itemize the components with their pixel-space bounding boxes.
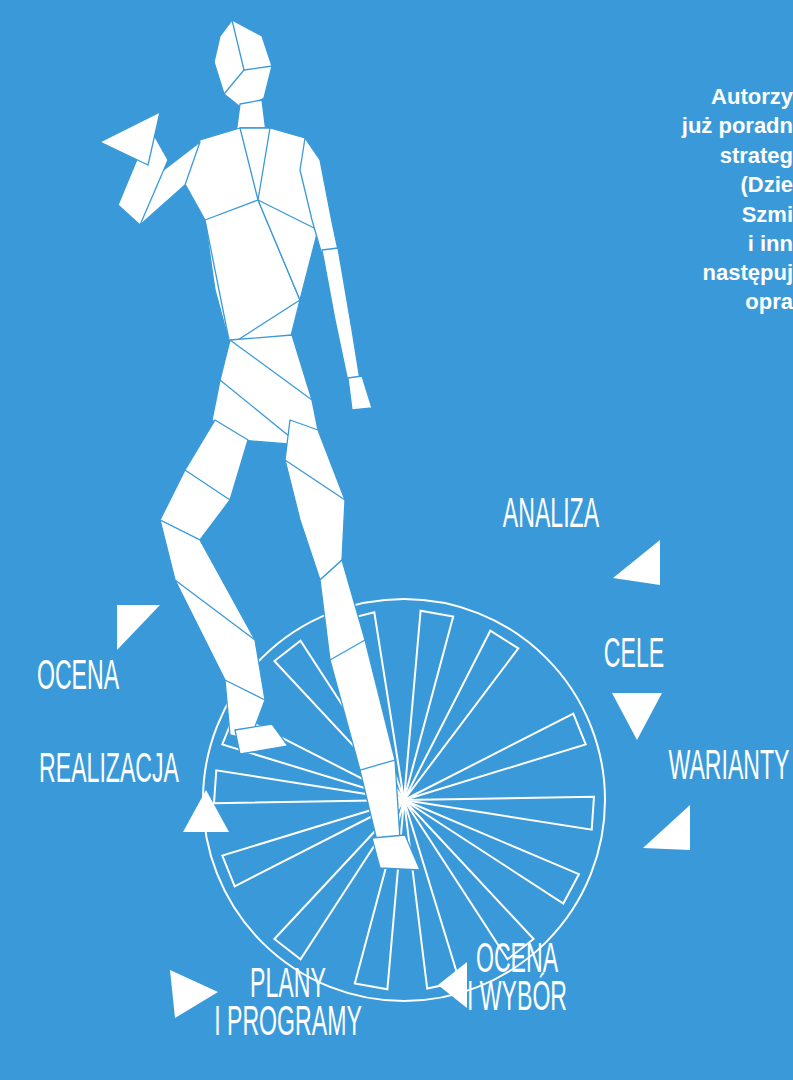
figure-facet <box>240 128 270 200</box>
line-spacer <box>561 939 569 977</box>
figure-thigh <box>160 420 248 540</box>
figure-head <box>214 20 272 110</box>
figure-foot <box>235 724 288 754</box>
intro-text-line: następuj <box>703 260 793 286</box>
line-spacer <box>465 939 473 977</box>
cycle-step-label: REALIZACJA <box>0 749 219 787</box>
cycle-step-label-box: OCENA <box>0 656 161 694</box>
intro-text-line: już poradn <box>682 113 793 139</box>
figure-thigh <box>285 420 345 580</box>
cycle-step-label-box: ANALIZA <box>452 494 650 532</box>
intro-text-line: opra <box>745 289 793 315</box>
wheel-spoke <box>404 611 453 800</box>
figure-shin <box>320 560 400 845</box>
rider-figure <box>100 20 420 870</box>
figure-facet <box>224 70 244 94</box>
wheel-spoke <box>404 714 586 800</box>
wheel-spoke <box>404 800 460 989</box>
figure-facet <box>185 470 230 500</box>
figure-hand <box>348 376 372 410</box>
intro-text-line: Szmi <box>742 202 793 228</box>
arrow-triangle <box>117 605 160 650</box>
figure-facet <box>225 680 265 700</box>
arrow-triangle <box>438 962 467 1008</box>
figure-facet <box>330 640 365 660</box>
cycle-step-label: WARIANTY <box>647 746 793 784</box>
cycle-step-label: OCENA I WYBÓR <box>465 939 570 1015</box>
figure-hand <box>100 112 160 165</box>
figure-facet <box>175 580 255 640</box>
figure-forearm <box>322 248 360 382</box>
intro-text-line: (Dzie <box>740 172 793 198</box>
arrow-triangle <box>613 540 660 585</box>
arrow-triangle <box>612 693 662 740</box>
cycle-step-label: CELE <box>552 634 717 672</box>
figure-facet <box>258 200 318 300</box>
figure-facet <box>360 760 395 770</box>
cycle-arrows <box>117 540 690 1018</box>
figure-shin <box>160 520 265 740</box>
figure-chest <box>180 128 320 345</box>
figure-facet <box>285 460 345 500</box>
line-spacer <box>211 964 247 1002</box>
wheel-spokes <box>214 611 594 990</box>
cycle-step-label: PLANY I PROGRAMY <box>211 964 365 1040</box>
intro-text-line: Autorzy <box>711 84 793 110</box>
wheel-spoke <box>404 800 534 959</box>
figure-facet <box>232 20 244 70</box>
figure-upper-arm <box>300 138 338 255</box>
intro-text-line: strateg <box>720 143 793 169</box>
cycle-step-label-box: REALIZACJA <box>0 749 219 787</box>
cycle-step-label-box: PLANY I PROGRAMY <box>211 964 365 1040</box>
cycle-step-label: ANALIZA <box>452 494 650 532</box>
figure-facet <box>230 340 312 400</box>
line-spacer <box>329 964 365 1002</box>
intro-text-line: i inn <box>748 231 793 257</box>
wheel-spoke <box>404 797 594 830</box>
arrow-triangle <box>170 970 218 1018</box>
cycle-step-label-box: CELE <box>552 634 717 672</box>
cycle-step-label-box: WARIANTY <box>647 746 793 784</box>
figure-foot <box>372 835 420 870</box>
arrow-triangle <box>643 805 690 850</box>
cycle-step-label: OCENA <box>0 656 161 694</box>
cycle-step-label-box: OCENA I WYBÓR <box>465 939 570 1015</box>
wheel-spoke <box>404 631 518 800</box>
arrow-triangle <box>183 790 229 832</box>
figure-facet <box>244 66 272 70</box>
